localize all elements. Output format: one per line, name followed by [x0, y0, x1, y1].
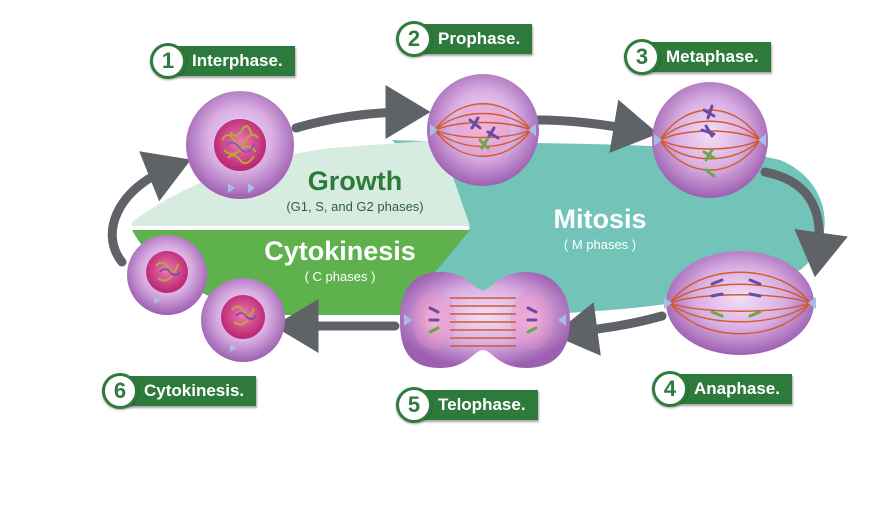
- metaphase-cell: [652, 82, 768, 198]
- arrow-prophase-to-metaphase: [533, 99, 659, 153]
- growth-title: Growth: [307, 166, 403, 196]
- arrow-cytokinesis-to-interphase: [107, 151, 191, 267]
- mitosis-subtitle: ( M phases ): [563, 237, 637, 252]
- phase-number-badge: 2: [396, 21, 432, 57]
- cytokinesis-cells: [127, 235, 285, 362]
- mitosis-title: Mitosis: [553, 204, 647, 234]
- telophase-cell: [400, 272, 570, 368]
- phase-number-badge: 1: [150, 43, 186, 79]
- phase-label-anaphase: 4 Anaphase.: [652, 371, 792, 407]
- phase-label-text: Telophase.: [416, 390, 538, 420]
- phase-label-telophase: 5 Telophase.: [396, 387, 538, 423]
- phase-number-badge: 4: [652, 371, 688, 407]
- mitosis-label: Mitosis ( M phases ): [520, 204, 680, 252]
- cytokinesis-region-label: Cytokinesis ( C phases ): [240, 236, 440, 284]
- cycle-arrows: [107, 85, 848, 356]
- phase-label-metaphase: 3 Metaphase.: [624, 39, 771, 75]
- phase-label-text: Interphase.: [170, 46, 295, 76]
- phase-number-badge: 5: [396, 387, 432, 423]
- phase-label-prophase: 2 Prophase.: [396, 21, 533, 57]
- arrow-metaphase-to-anaphase: [760, 167, 848, 278]
- arrow-anaphase-to-telophase: [552, 302, 667, 356]
- phase-number-badge: 3: [624, 39, 660, 75]
- phase-label-interphase: 1 Interphase.: [150, 43, 295, 79]
- arrow-interphase-to-prophase: [291, 85, 431, 140]
- phase-label-text: Metaphase.: [644, 42, 771, 72]
- anaphase-cell: [664, 251, 816, 355]
- growth-label: Growth (G1, S, and G2 phases): [250, 166, 460, 214]
- phase-number-badge: 6: [102, 373, 138, 409]
- phase-label-text: Prophase.: [416, 24, 533, 54]
- prophase-cell: [427, 74, 539, 186]
- phase-label-cytokinesis: 6 Cytokinesis.: [102, 373, 257, 409]
- phase-label-text: Cytokinesis.: [122, 376, 257, 406]
- cytokinesis-subtitle: ( C phases ): [304, 269, 376, 284]
- interphase-cell: [186, 91, 294, 199]
- growth-region: [132, 140, 470, 226]
- cytokinesis-title: Cytokinesis: [264, 236, 416, 266]
- phase-label-text: Anaphase.: [672, 374, 792, 404]
- growth-subtitle: (G1, S, and G2 phases): [286, 199, 424, 214]
